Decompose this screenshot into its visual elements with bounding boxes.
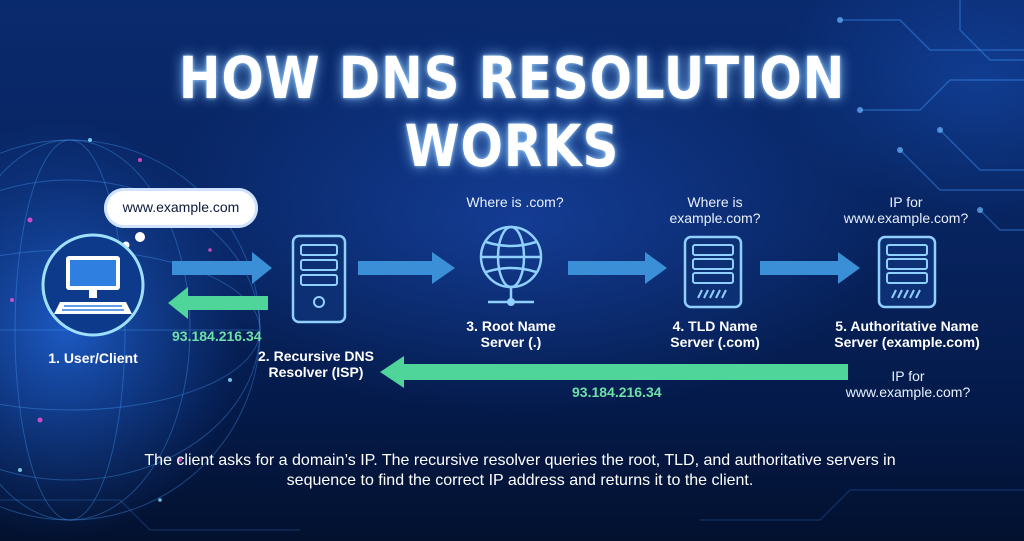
arrow-client-to-resolver <box>172 252 272 284</box>
query-auth: IP for www.example.com? <box>843 194 969 226</box>
return-ip-label-long: 93.184.216.34 <box>572 384 662 400</box>
node-label-tld: 4. TLD Name Server (.com) <box>670 318 760 350</box>
arrow-resolver-to-client <box>168 287 268 319</box>
page-title: HOW DNS RESOLUTION WORKS <box>178 44 846 180</box>
node-label-auth: 5. Authoritative Name Server (example.co… <box>834 318 980 350</box>
diagram-caption: The client asks for a domain’s IP. The r… <box>144 452 896 489</box>
tld-server-icon <box>683 235 743 309</box>
node-label-root: 3. Root Name Server (.) <box>466 318 556 350</box>
thought-bubble-text: www.example.com <box>122 199 240 215</box>
arrow-resolver-to-root <box>358 252 455 284</box>
node-label-client: 1. User/Client <box>48 350 138 366</box>
thought-bubble <box>104 188 258 228</box>
return-ip-label-short: 93.184.216.34 <box>172 328 262 344</box>
computer-icon <box>41 233 145 337</box>
query-root: Where is .com? <box>466 194 564 210</box>
resolver-server-icon <box>291 234 347 324</box>
answer-note-auth: IP for www.example.com? <box>845 368 971 400</box>
arrow-auth-to-resolver <box>380 356 848 388</box>
arrow-tld-to-auth <box>760 252 860 284</box>
arrow-root-to-tld <box>568 252 667 284</box>
globe-icon <box>479 225 543 306</box>
node-label-resolver: 2. Recursive DNS Resolver (ISP) <box>258 348 374 380</box>
authoritative-server-icon <box>877 235 937 309</box>
query-tld: Where is example.com? <box>669 194 761 226</box>
